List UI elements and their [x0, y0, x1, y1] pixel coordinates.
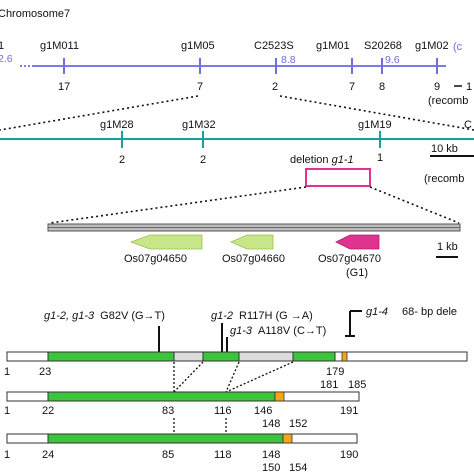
fine-marker-label: g1M32: [182, 119, 216, 131]
protein-1-gap: [173, 351, 204, 362]
protein-1-domain: [202, 351, 240, 362]
connector: [225, 361, 294, 393]
protein-1-domain: [47, 351, 175, 362]
protein-1-start: 1: [4, 366, 10, 378]
deletion-label: deletion g1-1: [290, 154, 354, 166]
protein-1-domain: [292, 351, 336, 362]
mutation-4-change: 68- bp dele: [402, 306, 457, 318]
connector: [173, 361, 204, 393]
deletion-box: [305, 168, 371, 187]
marker-label: g1M011: [40, 40, 79, 52]
protein-2-pos: 152: [289, 418, 307, 430]
connector: [225, 361, 240, 393]
protein-1-gap: [238, 351, 294, 362]
gene-label: Os07g04660: [222, 253, 285, 265]
protein-3-start: 1: [4, 449, 10, 461]
protein-2-pos: 22: [42, 405, 54, 417]
mutation-3-allele: g1-3: [230, 325, 253, 337]
zoom-line-left-2: [49, 186, 307, 224]
mutation-1-change: G82V (G→T): [100, 310, 165, 322]
protein-3-pos: 150: [262, 462, 280, 474]
protein-3-domain: [47, 433, 284, 444]
protein-3-pos: 85: [162, 449, 174, 461]
protein-3-pos: 154: [289, 462, 307, 474]
gene-arrow-os07g04650: [129, 234, 203, 250]
zoom-line-left: [0, 95, 199, 131]
protein-3-pos: 118: [214, 449, 232, 461]
fine-right-marker: C: [464, 119, 472, 131]
marker-count: 7: [349, 81, 355, 93]
gene-arrow-os07g04670: [335, 234, 380, 250]
chromosome-right-note: (c: [453, 41, 463, 53]
marker-label: C2523S: [254, 40, 294, 52]
marker-count: 7: [197, 81, 203, 93]
marker-label: g1M05: [181, 40, 215, 52]
deletion-label-prefix: deletion: [290, 154, 332, 166]
protein-1-pos: 181: [320, 379, 338, 391]
gene-arrow-os07g04660: [230, 234, 274, 250]
zoom-line-right-2: [369, 186, 460, 224]
mutation-3-change: A118V (C→T): [258, 325, 326, 337]
protein-2-pos: 83: [162, 405, 174, 417]
protein-1-motif: [341, 351, 348, 362]
fine-marker-count: 2: [200, 154, 206, 166]
protein-2-motif: [274, 391, 285, 402]
fine-marker-count: 1: [377, 152, 383, 164]
protein-2-domain: [47, 391, 276, 402]
mutation-1-alleles: g1-2, g1-3: [44, 310, 95, 322]
marker-cm: 8.8: [281, 54, 296, 66]
fine-marker-label: g1M28: [100, 119, 134, 131]
marker-count: 2: [272, 81, 278, 93]
protein-2-pos: 146: [254, 405, 272, 417]
protein-3-pos: 148: [262, 449, 280, 461]
marker-count: 8: [379, 81, 385, 93]
protein-2-start: 1: [4, 405, 10, 417]
fine-marker-count: 2: [119, 154, 125, 166]
mutation-2: g1-2 R117H (G →A): [211, 310, 313, 322]
chromosome-left-cm: 2.6: [0, 53, 13, 65]
chromosome-right-count: 1: [466, 81, 472, 93]
protein-3-motif: [282, 433, 293, 444]
protein-1-pos: 185: [348, 379, 366, 391]
marker-label: g1M01: [316, 40, 350, 52]
mutation-2-change: R117H (G →A): [239, 310, 313, 322]
chromosome-title: Chromosome7: [0, 8, 70, 20]
gene-scale-label: 1 kb: [437, 241, 458, 253]
mutation-1: g1-2, g1-3 G82V (G→T): [44, 310, 165, 322]
protein-3-pos: 24: [42, 449, 54, 461]
protein-2-pos: 148: [262, 418, 280, 430]
marker-count: 9: [434, 81, 440, 93]
deletion-label-gene: g1-1: [332, 154, 354, 166]
protein-3-pos: 190: [340, 449, 358, 461]
protein-2-pos: 116: [214, 405, 232, 417]
protein-1-pos: 179: [326, 366, 344, 378]
gene-label: Os07g04650: [124, 253, 187, 265]
marker-cm: 9.6: [385, 54, 400, 66]
chromosome-recomb-label: (recomb: [428, 95, 468, 107]
marker-label: S20268: [364, 40, 402, 52]
protein-2-pos: 191: [340, 405, 358, 417]
fine-marker-label: g1M19: [358, 119, 392, 131]
gene-label: Os07g04670: [318, 253, 381, 265]
marker-label: g1M02: [415, 40, 449, 52]
mutation-2-allele: g1-2: [211, 310, 233, 322]
mutation-4-allele: g1-4: [366, 306, 388, 318]
mutation-3: g1-3 A118V (C→T): [230, 325, 326, 337]
protein-1-pos: 23: [39, 366, 51, 378]
gene-extra-label: (G1): [346, 267, 368, 279]
fine-scale-label: 10 kb: [431, 143, 458, 155]
chromosome-left-label: 1: [0, 40, 4, 52]
marker-count: 17: [58, 81, 70, 93]
fine-recomb-label: (recomb: [424, 173, 464, 185]
